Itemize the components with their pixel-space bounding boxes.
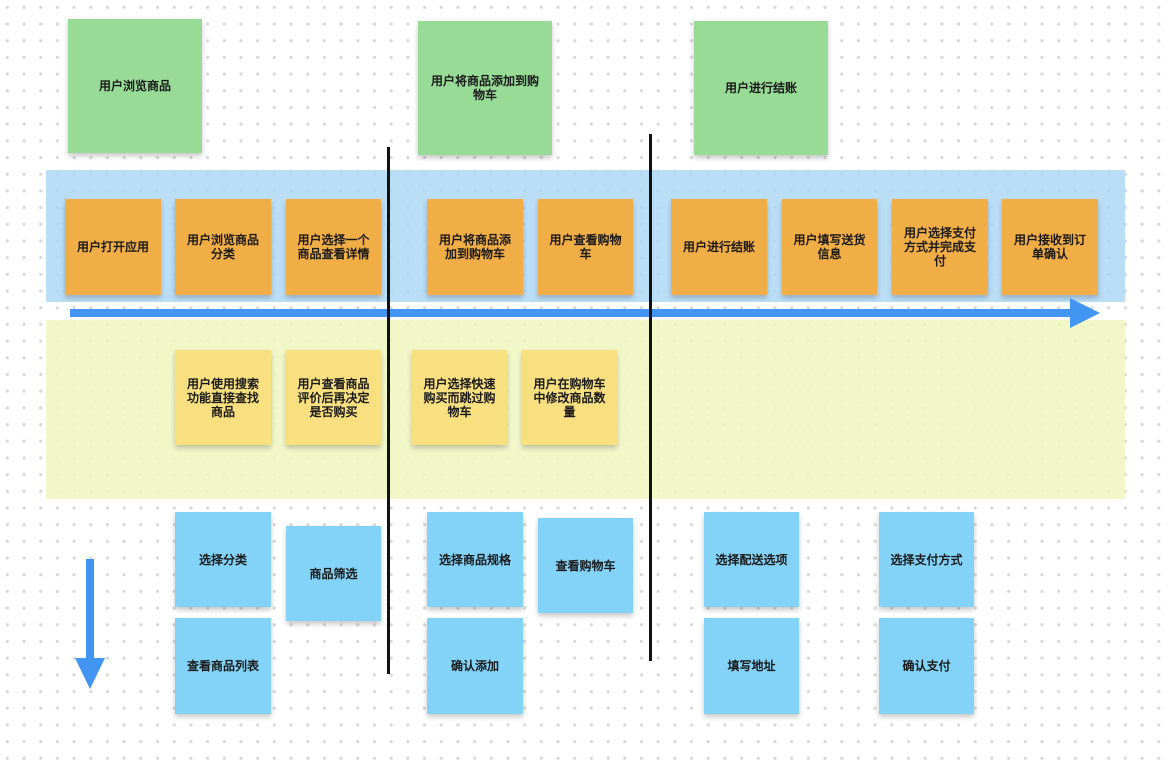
- task-note-select-category[interactable]: 选择分类: [175, 512, 271, 607]
- task-note-fill-address[interactable]: 填写地址: [704, 618, 799, 714]
- phase-note-browse[interactable]: 用户浏览商品: [68, 19, 202, 153]
- phase-note-add-to-cart[interactable]: 用户将商品添加到购物车: [418, 21, 552, 155]
- task-note-select-spec[interactable]: 选择商品规格: [427, 512, 523, 607]
- arrow-down-icon: [75, 658, 105, 689]
- step-note-view-cart[interactable]: 用户查看购物车: [538, 199, 633, 295]
- step-note-open-app[interactable]: 用户打开应用: [65, 199, 161, 295]
- task-note-view-list[interactable]: 查看商品列表: [175, 618, 271, 714]
- task-note-confirm-add[interactable]: 确认添加: [427, 618, 523, 714]
- timeline-arrow-right: [70, 298, 1100, 328]
- step-note-browse-categories[interactable]: 用户浏览商品分类: [175, 199, 271, 295]
- alt-note-search[interactable]: 用户使用搜索功能直接查找商品: [175, 350, 271, 445]
- timeline-arrow-shaft: [70, 309, 1075, 317]
- task-note-view-cart[interactable]: 查看购物车: [538, 518, 633, 613]
- phase-divider-2[interactable]: [649, 134, 652, 661]
- task-note-payment-method[interactable]: 选择支付方式: [879, 512, 974, 607]
- task-note-confirm-payment[interactable]: 确认支付: [879, 618, 974, 714]
- detail-arrow-down: [75, 559, 105, 689]
- alt-note-reviews[interactable]: 用户查看商品评价后再决定是否购买: [286, 350, 381, 445]
- alt-note-quick-buy[interactable]: 用户选择快速购买而跳过购物车: [412, 350, 507, 445]
- phase-divider-1[interactable]: [387, 147, 390, 674]
- task-note-delivery-option[interactable]: 选择配送选项: [704, 512, 799, 607]
- detail-arrow-shaft: [86, 559, 94, 661]
- step-note-payment[interactable]: 用户选择支付方式并完成支付: [892, 199, 988, 295]
- step-note-shipping-info[interactable]: 用户填写送货信息: [782, 199, 877, 295]
- phase-note-checkout[interactable]: 用户进行结账: [694, 21, 828, 155]
- step-note-add-to-cart[interactable]: 用户将商品添加到购物车: [427, 199, 523, 295]
- arrow-right-icon: [1070, 298, 1100, 328]
- step-note-view-details[interactable]: 用户选择一个商品查看详情: [286, 199, 381, 295]
- step-note-order-confirmation[interactable]: 用户接收到订单确认: [1002, 199, 1098, 295]
- alt-note-modify-quantity[interactable]: 用户在购物车中修改商品数量: [522, 350, 617, 445]
- task-note-filter[interactable]: 商品筛选: [286, 526, 381, 621]
- step-note-checkout[interactable]: 用户进行结账: [671, 199, 767, 295]
